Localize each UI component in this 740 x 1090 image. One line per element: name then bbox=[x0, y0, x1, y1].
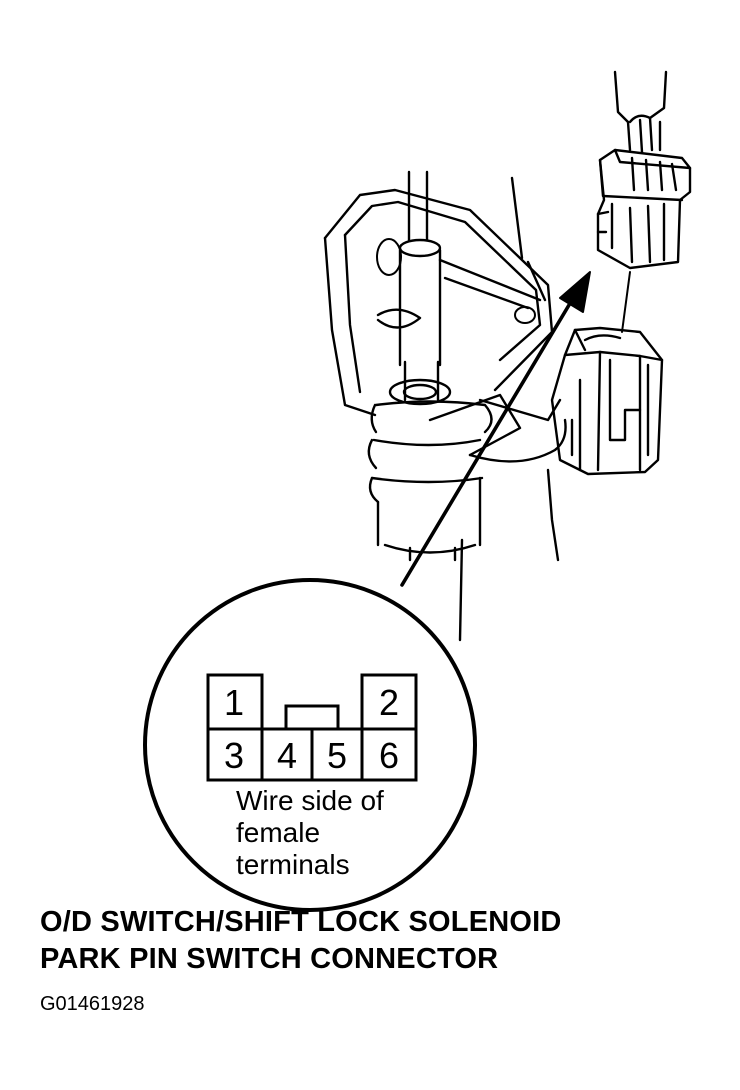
pin-6-box bbox=[360, 727, 418, 782]
pin-6-label: 6 bbox=[379, 735, 399, 776]
pin-2-label: 2 bbox=[379, 682, 399, 723]
figure-id: G01461928 bbox=[40, 993, 145, 1015]
detail-circle bbox=[143, 578, 477, 912]
pin-5-label: 5 bbox=[327, 735, 347, 776]
wire-harness bbox=[613, 70, 668, 154]
note-line-2: female bbox=[236, 817, 320, 848]
mounting-bracket bbox=[323, 188, 567, 463]
pin-4-label: 4 bbox=[277, 735, 297, 776]
terminal-diagram bbox=[206, 673, 418, 782]
note-line-1: Wire side of bbox=[236, 785, 384, 816]
caption-line-1: O/D SWITCH/SHIFT LOCK SOLENOID bbox=[40, 906, 562, 938]
pointer-arrow bbox=[400, 271, 591, 587]
caption-line-2: PARK PIN SWITCH CONNECTOR bbox=[40, 943, 499, 975]
locking-tab bbox=[284, 704, 340, 731]
pin-3-label: 3 bbox=[224, 735, 244, 776]
solenoid-shaft bbox=[367, 170, 522, 562]
female-connector bbox=[550, 326, 664, 476]
engagement-line bbox=[621, 271, 631, 333]
pin-1-label: 1 bbox=[224, 682, 244, 723]
male-plug bbox=[596, 148, 692, 270]
note-line-3: terminals bbox=[236, 849, 350, 880]
